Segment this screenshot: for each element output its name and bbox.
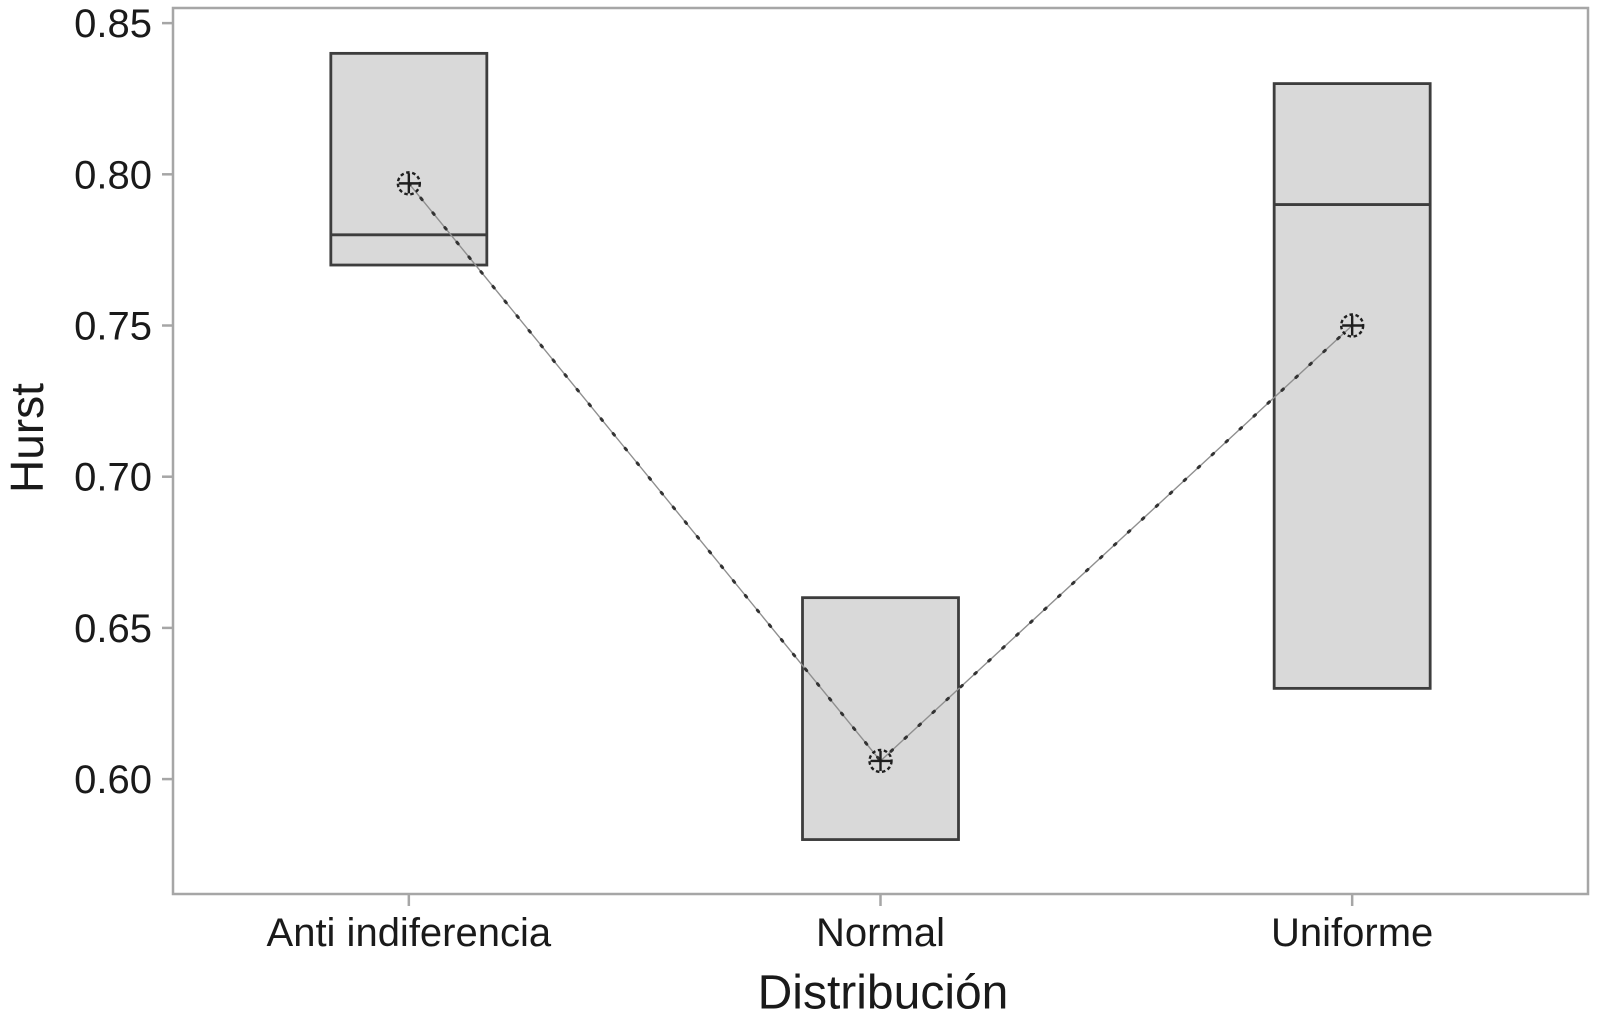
- y-tick-label: 0.60: [74, 758, 152, 802]
- box-anti-indiferencia: [329, 51, 489, 267]
- y-tick-label: 0.85: [74, 2, 152, 46]
- box-uniforme: [1272, 82, 1432, 690]
- y-tick-label: 0.80: [74, 153, 152, 197]
- x-axis-title: Distribución: [757, 966, 1009, 1020]
- x-category-label: Anti indiferencia: [267, 911, 552, 955]
- mean-marker-icon: [396, 171, 422, 196]
- box-rect: [329, 51, 489, 267]
- y-tick-label: 0.70: [74, 456, 152, 500]
- x-category-label: Normal: [816, 911, 945, 955]
- box-rect: [801, 596, 960, 841]
- mean-marker-circle: [868, 748, 893, 774]
- box-rect: [1272, 82, 1432, 690]
- mean-marker-icon: [868, 748, 893, 774]
- box-normal: [801, 596, 960, 841]
- mean-marker-circle: [1339, 313, 1365, 338]
- mean-marker-circle: [396, 171, 422, 196]
- x-category-label: Uniforme: [1271, 911, 1433, 955]
- y-tick-label: 0.65: [74, 607, 152, 651]
- y-axis-title: Hurst: [1, 383, 53, 493]
- mean-marker-icon: [1339, 313, 1365, 338]
- y-tick-label: 0.75: [74, 305, 152, 349]
- mean-connect-line-dots: [407, 181, 1354, 764]
